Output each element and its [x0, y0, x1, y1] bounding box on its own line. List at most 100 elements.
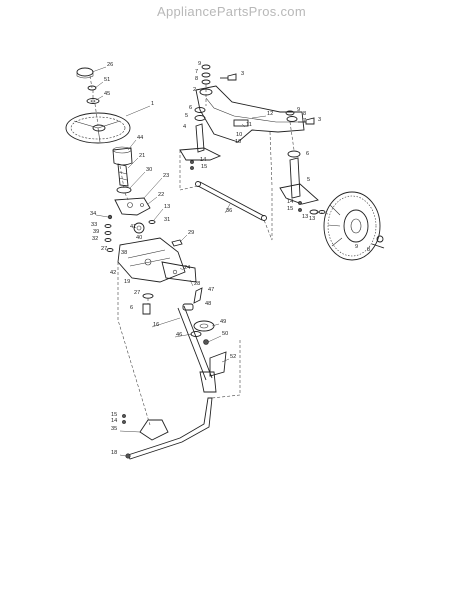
part-callout: 6: [189, 105, 192, 111]
part-callout: 5: [307, 177, 310, 183]
spacer-48: [182, 303, 194, 311]
drag-link-35: [125, 397, 213, 460]
part-callout: 2: [193, 87, 196, 93]
callout-leaders: [91, 66, 267, 457]
part-callout: 41: [130, 224, 136, 230]
part-callout: 31: [164, 217, 170, 223]
part-callout: 14: [111, 418, 117, 424]
part-callout: 9: [297, 107, 300, 113]
spindle-right: [279, 150, 319, 205]
steering-gear-49: [193, 320, 215, 332]
spindle-left: [179, 107, 222, 170]
part-callout: 3: [318, 117, 321, 123]
part-callout: 1: [151, 101, 154, 107]
part-callout: 52: [230, 354, 236, 360]
part-callout: 42: [110, 270, 116, 276]
part-callout: 33: [91, 222, 97, 228]
part-callout: 10: [235, 139, 241, 145]
part-callout: 38: [121, 250, 127, 256]
washer-27-lower: [142, 293, 154, 299]
hub-hardware-right: [298, 201, 326, 215]
part-callout: 12: [267, 111, 273, 117]
part-callout: 36: [226, 208, 232, 214]
bolt-47: [193, 287, 203, 304]
front-wheel: [323, 191, 381, 261]
part-callout: 9: [355, 244, 358, 250]
hardware-stack-left: [95, 214, 114, 252]
part-callout: 48: [205, 301, 211, 307]
part-callout: 19: [124, 279, 130, 285]
part-callout: 7: [195, 69, 198, 75]
part-callout: 46: [176, 332, 182, 338]
part-callout: 8: [303, 111, 306, 117]
part-callout: 3: [241, 71, 244, 77]
bolt-29: [171, 239, 183, 247]
steering-pinion-gear: [133, 220, 156, 234]
part-callout: 14: [287, 199, 293, 205]
part-callout: 21: [139, 153, 145, 159]
part-callout: 13: [302, 214, 308, 220]
part-callout: 8: [195, 76, 198, 82]
part-callout: 11: [246, 122, 252, 128]
spindle-left-hardware: [199, 64, 237, 96]
part-callout: 39: [93, 229, 99, 235]
part-callout: 28: [194, 281, 200, 287]
hardware-14-15: [122, 414, 126, 424]
bracket-52: [209, 351, 227, 377]
site-watermark: AppliancePartsPros.com: [157, 4, 306, 19]
part-callout: 45: [104, 91, 110, 97]
part-callout: 9: [198, 61, 201, 67]
front-axle: [195, 85, 305, 143]
part-callout: 27: [134, 290, 140, 296]
part-callout: 7: [303, 118, 306, 124]
part-callout: 44: [137, 135, 143, 141]
part-callout: 15: [201, 164, 207, 170]
assembly-guide-lines-right: [179, 84, 329, 241]
assembly-guide-lines-left: [89, 75, 241, 426]
part-callout: 10: [236, 132, 242, 138]
part-callout: 16: [153, 322, 159, 328]
part-callout: 13: [309, 216, 315, 222]
wheel-cap-hardware: [371, 235, 385, 249]
part-callout: 35: [111, 426, 117, 432]
nut-50: [203, 339, 209, 345]
steering-shaft-upper: [117, 163, 129, 187]
part-callout: 14: [200, 157, 206, 163]
part-callout: 6: [306, 151, 309, 157]
part-callout: 34: [90, 211, 96, 217]
part-callout: 24: [184, 265, 190, 271]
part-callout: 50: [222, 331, 228, 337]
part-callout: 8: [367, 247, 370, 253]
part-callout: 47: [208, 287, 214, 293]
steering-sector-plate: [117, 237, 186, 283]
steering-wheel-nut: [87, 85, 97, 91]
part-callout: 30: [146, 167, 152, 173]
spindle-right-hardware: [285, 110, 315, 125]
part-callout: 13: [164, 204, 170, 210]
part-callout: 4: [183, 124, 186, 130]
part-callout: 51: [104, 77, 110, 83]
part-callout: 23: [163, 173, 169, 179]
part-callout: 27: [101, 246, 107, 252]
part-callout: 15: [287, 206, 293, 212]
steering-support-bracket: [161, 261, 197, 283]
part-callout: 5: [185, 113, 188, 119]
steering-bracket-upper: [114, 197, 151, 216]
part-callout: 32: [92, 236, 98, 242]
steering-wheel: [65, 112, 131, 144]
steering-boot: [112, 146, 133, 166]
part-callout: 29: [188, 230, 194, 236]
tie-rod-36: [195, 181, 267, 221]
part-callout: 26: [107, 62, 113, 68]
part-callout: 40: [136, 235, 142, 241]
part-callout: 22: [158, 192, 164, 198]
spacer-6: [142, 303, 151, 315]
steering-wheel-cap: [76, 67, 94, 79]
part-callout: 6: [130, 305, 133, 311]
part-callout: 18: [111, 450, 117, 456]
steering-wheel-washer: [86, 98, 100, 104]
part-callout: 49: [220, 319, 226, 325]
part-callout: 15: [111, 412, 117, 418]
